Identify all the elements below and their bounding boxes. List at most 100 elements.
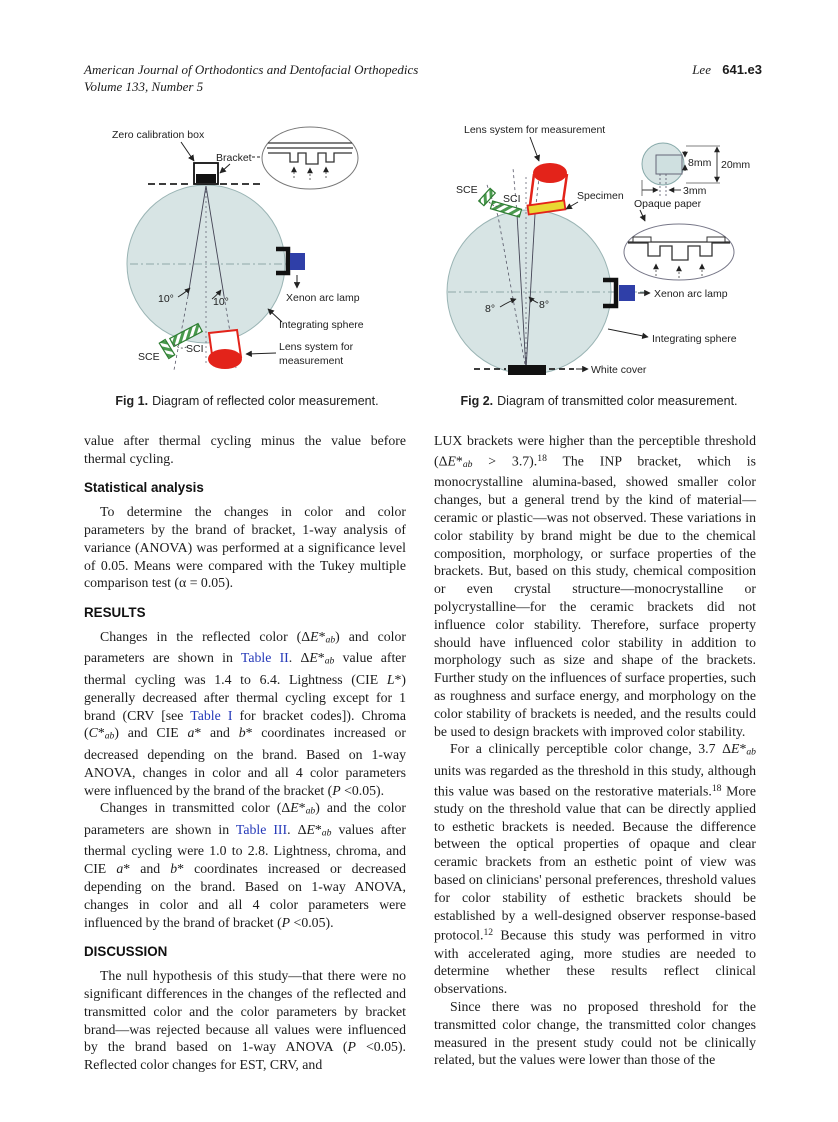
heading-statistical-analysis: Statistical analysis [84, 480, 204, 496]
fig2-caption-label: Fig 2. [460, 393, 494, 408]
fig2-sce-sci-arc [488, 201, 503, 207]
text-segment: ab [305, 806, 316, 818]
fig1-label-angle-left: 10° [158, 293, 174, 305]
text-segment: <0.05). Reflected color changes for EST,… [84, 1039, 406, 1073]
fig2-lamp-bulb [619, 284, 635, 301]
paragraph-threshold: For a clinically perceptible color chang… [434, 740, 756, 998]
figure-2: Lens system for measurement Specimen [436, 116, 762, 408]
fig1-label-lens-1: Lens system for [279, 341, 354, 353]
fig2-caption: Fig 2.Diagram of transmitted color measu… [436, 394, 762, 408]
fig2-label-angle-left: 8° [485, 303, 495, 315]
text-segment: E [731, 741, 740, 757]
text-segment: * [318, 628, 326, 644]
paragraph-statistical: To determine the changes in color and co… [84, 503, 406, 592]
fig1-label-sce: SCE [138, 351, 160, 363]
text-segment: Since there was no proposed threshold fo… [434, 998, 756, 1068]
text-segment: ) and the color parameters are shown in [84, 800, 406, 837]
fig1-label-sphere: Integrating sphere [279, 319, 364, 331]
fig2-label-8mm: 8mm [688, 157, 712, 169]
text-segment: * coordinates increased or decreased dep… [84, 725, 406, 798]
body-columns: value after thermal cycling minus the va… [84, 432, 762, 1074]
text-segment: E [309, 650, 318, 666]
text-segment: ab [462, 458, 473, 470]
paragraph-transmitted-threshold: Since there was no proposed threshold fo… [434, 998, 756, 1069]
fig1-caption-label: Fig 1. [115, 393, 149, 408]
text-segment: ab [321, 827, 332, 839]
fig2-label-angle-right: 8° [539, 299, 549, 311]
author-page-block: Lee 641.e3 [692, 62, 762, 79]
text-segment: for bracket codes]). Chroma ( [84, 707, 406, 741]
text-segment: Because this study was performed in vitr… [434, 927, 756, 997]
fig1-lamp-bulb [290, 252, 305, 270]
fig2-caption-text: Diagram of transmitted color measurement… [497, 393, 738, 408]
text-segment: Changes in the reflected color (Δ [100, 628, 311, 644]
paragraph-results-transmitted: Changes in transmitted color (ΔE*ab) and… [84, 799, 406, 931]
text-segment: E [310, 628, 319, 644]
text-segment: *) generally decreased after thermal cyc… [84, 672, 406, 723]
fig2-leader-specimen [565, 201, 579, 210]
journal-title-block: American Journal of Orthodontics and Den… [84, 62, 418, 96]
text-segment: . Δ [288, 650, 310, 666]
fig1-caption-text: Diagram of reflected color measurement. [152, 393, 379, 408]
fig1-sce-sci-arc [173, 343, 189, 349]
text-segment: E [447, 452, 456, 468]
fig1-label-angle-right: 10° [213, 296, 229, 308]
fig1-lens-system [207, 328, 243, 369]
paragraph-thermal-cycling: value after thermal cycling minus the va… [84, 432, 406, 468]
text-segment: 18 [711, 782, 722, 794]
figure-1: Zero calibration box Bracket [84, 116, 410, 408]
text-segment: LUX brackets were higher than the percep… [434, 432, 756, 468]
fig1-angle-arrow-left [177, 287, 191, 298]
text-segment: a [116, 861, 124, 877]
text-segment: To determine the changes in color and co… [84, 504, 406, 591]
right-column: LUX brackets were higher than the percep… [434, 432, 756, 1074]
fig2-angle-arrow-right [528, 296, 539, 304]
fig2-dimension-inset: 8mm 20mm 3mm [641, 142, 750, 197]
fig1-leader-bracket [219, 163, 231, 174]
text-segment: values after thermal cycling were 1.0 to… [84, 821, 406, 877]
text-segment: <0.05). [340, 782, 385, 798]
journal-title: American Journal of Orthodontics and Den… [84, 62, 419, 77]
fig2-beam-sce-dash [497, 215, 527, 370]
fig2-label-opaque: Opaque paper [634, 198, 702, 210]
fig2-specimen [526, 199, 567, 216]
text-segment: * [298, 800, 306, 816]
fig2-leader-lens [529, 136, 540, 162]
text-segment: 12 [483, 927, 494, 939]
text-segment: ab [746, 747, 756, 759]
fig1-label-sci: SCI [186, 343, 204, 355]
text-segment: a [187, 725, 195, 741]
paragraph-results-reflected: Changes in the reflected color (ΔE*ab) a… [84, 628, 406, 799]
fig2-xenon-lamp [603, 277, 635, 309]
table-i-link[interactable]: Table I [190, 707, 233, 723]
paragraph-discussion-null-hypothesis: The null hypothesis of this study—that t… [84, 967, 406, 1074]
text-segment: P [281, 914, 291, 930]
text-segment: * and [194, 725, 239, 741]
fig2-label-xenon: Xenon arc lamp [654, 288, 728, 300]
fig2-beam-left-dash [512, 167, 518, 214]
table-ii-link[interactable]: Table II [240, 650, 289, 666]
text-segment: For a clinically perceptible color chang… [450, 741, 731, 757]
fig1-bracket-profile-inset [261, 126, 359, 190]
fig2-label-sce: SCE [456, 184, 478, 196]
text-segment: * [97, 725, 105, 741]
fig2-diagram: Lens system for measurement Specimen [446, 124, 750, 376]
text-segment: ab [324, 656, 335, 668]
fig2-label-lens: Lens system for measurement [464, 124, 605, 136]
journal-volume: Volume 133, Number 5 [84, 78, 204, 94]
text-segment: * coordinates increased or decreased dep… [84, 861, 406, 930]
table-iii-link[interactable]: Table III [235, 821, 288, 837]
text-segment: ab [104, 731, 115, 743]
fig1-leader-sphere [267, 308, 283, 323]
text-segment: The null hypothesis of this study—that t… [84, 968, 406, 1055]
text-segment: > 3.7). [472, 452, 538, 468]
fig1-label-bracket: Bracket [216, 152, 252, 164]
text-segment: ) and CIE [114, 725, 188, 741]
text-segment: Changes in transmitted color (Δ [100, 800, 291, 816]
fig1-beam-left [187, 185, 207, 296]
fig1-xenon-lamp [276, 246, 305, 276]
text-segment: E [290, 800, 299, 816]
text-segment: * and [123, 861, 171, 877]
paragraph-lux-brackets: LUX brackets were higher than the percep… [434, 432, 756, 741]
